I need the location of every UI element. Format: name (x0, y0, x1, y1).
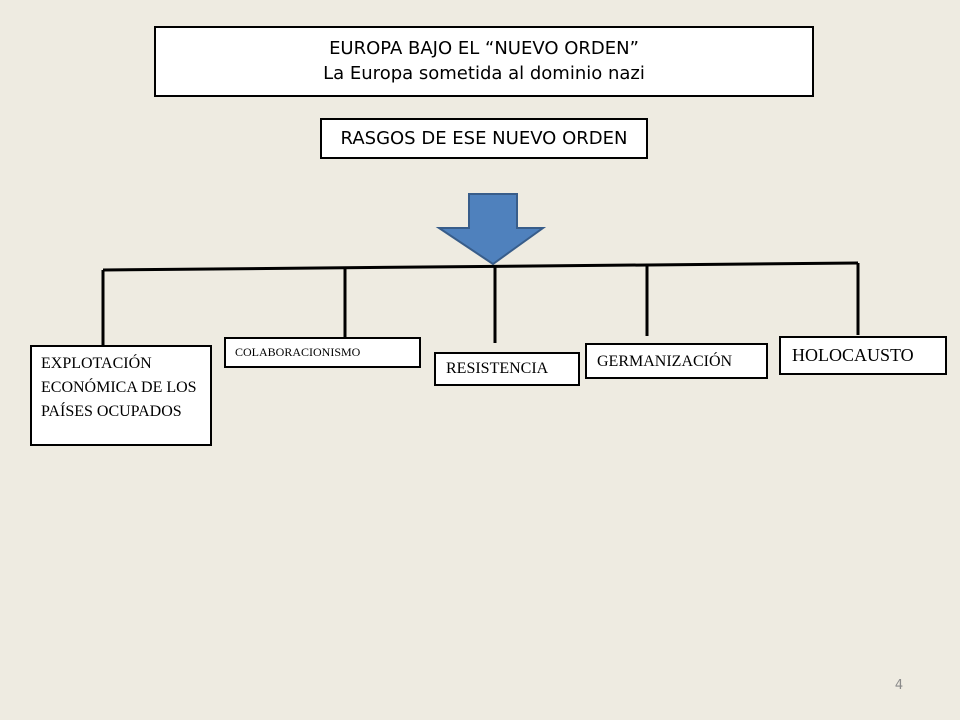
branch-box-germanizacion: GERMANIZACIÓN (585, 343, 768, 379)
branch-box-resistencia: RESISTENCIA (434, 352, 580, 386)
title-box: EUROPA BAJO EL “NUEVO ORDEN” La Europa s… (154, 26, 814, 97)
slide-number: 4 (894, 678, 904, 693)
branch-box-colaboracionismo: COLABORACIONISMO (224, 337, 421, 368)
slide-subtitle: La Europa sometida al dominio nazi (323, 63, 645, 84)
slide-title: EUROPA BAJO EL “NUEVO ORDEN” (329, 38, 639, 59)
branch-label: RESISTENCIA (446, 360, 549, 377)
down-arrow-icon (435, 193, 547, 266)
section-label: RASGOS DE ESE NUEVO ORDEN (340, 128, 628, 149)
branch-label: GERMANIZACIÓN (597, 353, 733, 370)
horizontal-connector (102, 261, 859, 272)
branch-label: HOLOCAUSTO (792, 345, 914, 365)
branch-box-explotacion: EXPLOTACIÓN ECONÓMICA DE LOS PAÍSES OCUP… (30, 345, 212, 446)
branch-label: COLABORACIONISMO (235, 345, 361, 359)
branch-label: EXPLOTACIÓN ECONÓMICA DE LOS PAÍSES OCUP… (41, 355, 197, 420)
section-label-box: RASGOS DE ESE NUEVO ORDEN (320, 118, 648, 159)
branch-box-holocausto: HOLOCAUSTO (779, 336, 947, 375)
